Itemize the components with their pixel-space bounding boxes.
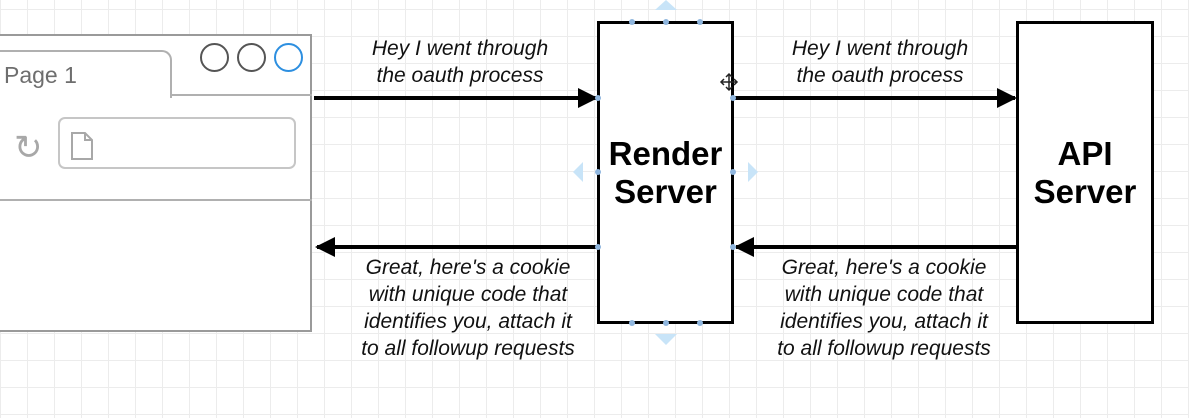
reload-icon[interactable]: ↻ xyxy=(14,129,43,167)
render-server-label: Render Server xyxy=(608,134,723,210)
window-button-2[interactable] xyxy=(237,43,266,72)
message-render-to-browser: Great, here's a cookie with unique code … xyxy=(361,256,575,360)
selection-handles[interactable] xyxy=(595,19,736,326)
move-cursor-icon xyxy=(719,72,739,92)
api-server-label: API Server xyxy=(1033,134,1137,210)
browser-divider xyxy=(0,199,312,201)
browser-tab[interactable] xyxy=(0,50,172,98)
browser-mockup: Page 1 ↻ xyxy=(0,34,312,332)
address-bar[interactable] xyxy=(58,117,296,169)
window-button-1[interactable] xyxy=(200,43,229,72)
window-button-3[interactable] xyxy=(274,43,303,72)
api-server-box[interactable]: API Server xyxy=(1016,21,1154,324)
tab-strip-line xyxy=(170,94,312,96)
message-render-to-api: Hey I went through the oauth process xyxy=(791,37,969,87)
message-api-to-render: Great, here's a cookie with unique code … xyxy=(777,256,991,360)
message-browser-to-render: Hey I went through the oauth process xyxy=(371,37,549,87)
page-icon xyxy=(71,132,93,160)
tab-label: Page 1 xyxy=(4,62,77,88)
connection-arrow-handles[interactable] xyxy=(573,0,758,345)
